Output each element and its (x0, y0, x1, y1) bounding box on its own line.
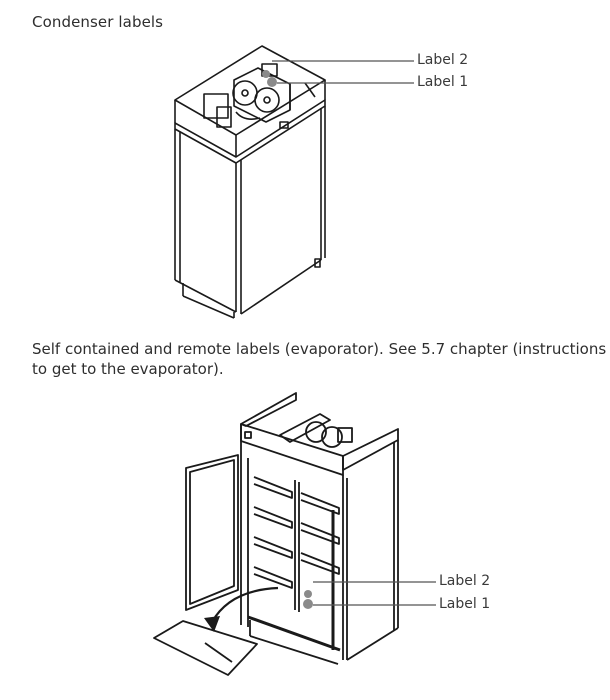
condenser-label-1-callout: Label 1 (417, 74, 469, 90)
condenser-labels-heading: Condenser labels (32, 13, 164, 31)
evaporator-label-1-callout: Label 1 (439, 596, 491, 612)
evaporator-labels-paragraph: Self contained and remote labels (evapor… (32, 340, 607, 378)
condenser-label-2-callout: Label 2 (417, 52, 469, 68)
evaporator-label-2-callout: Label 2 (439, 573, 491, 589)
